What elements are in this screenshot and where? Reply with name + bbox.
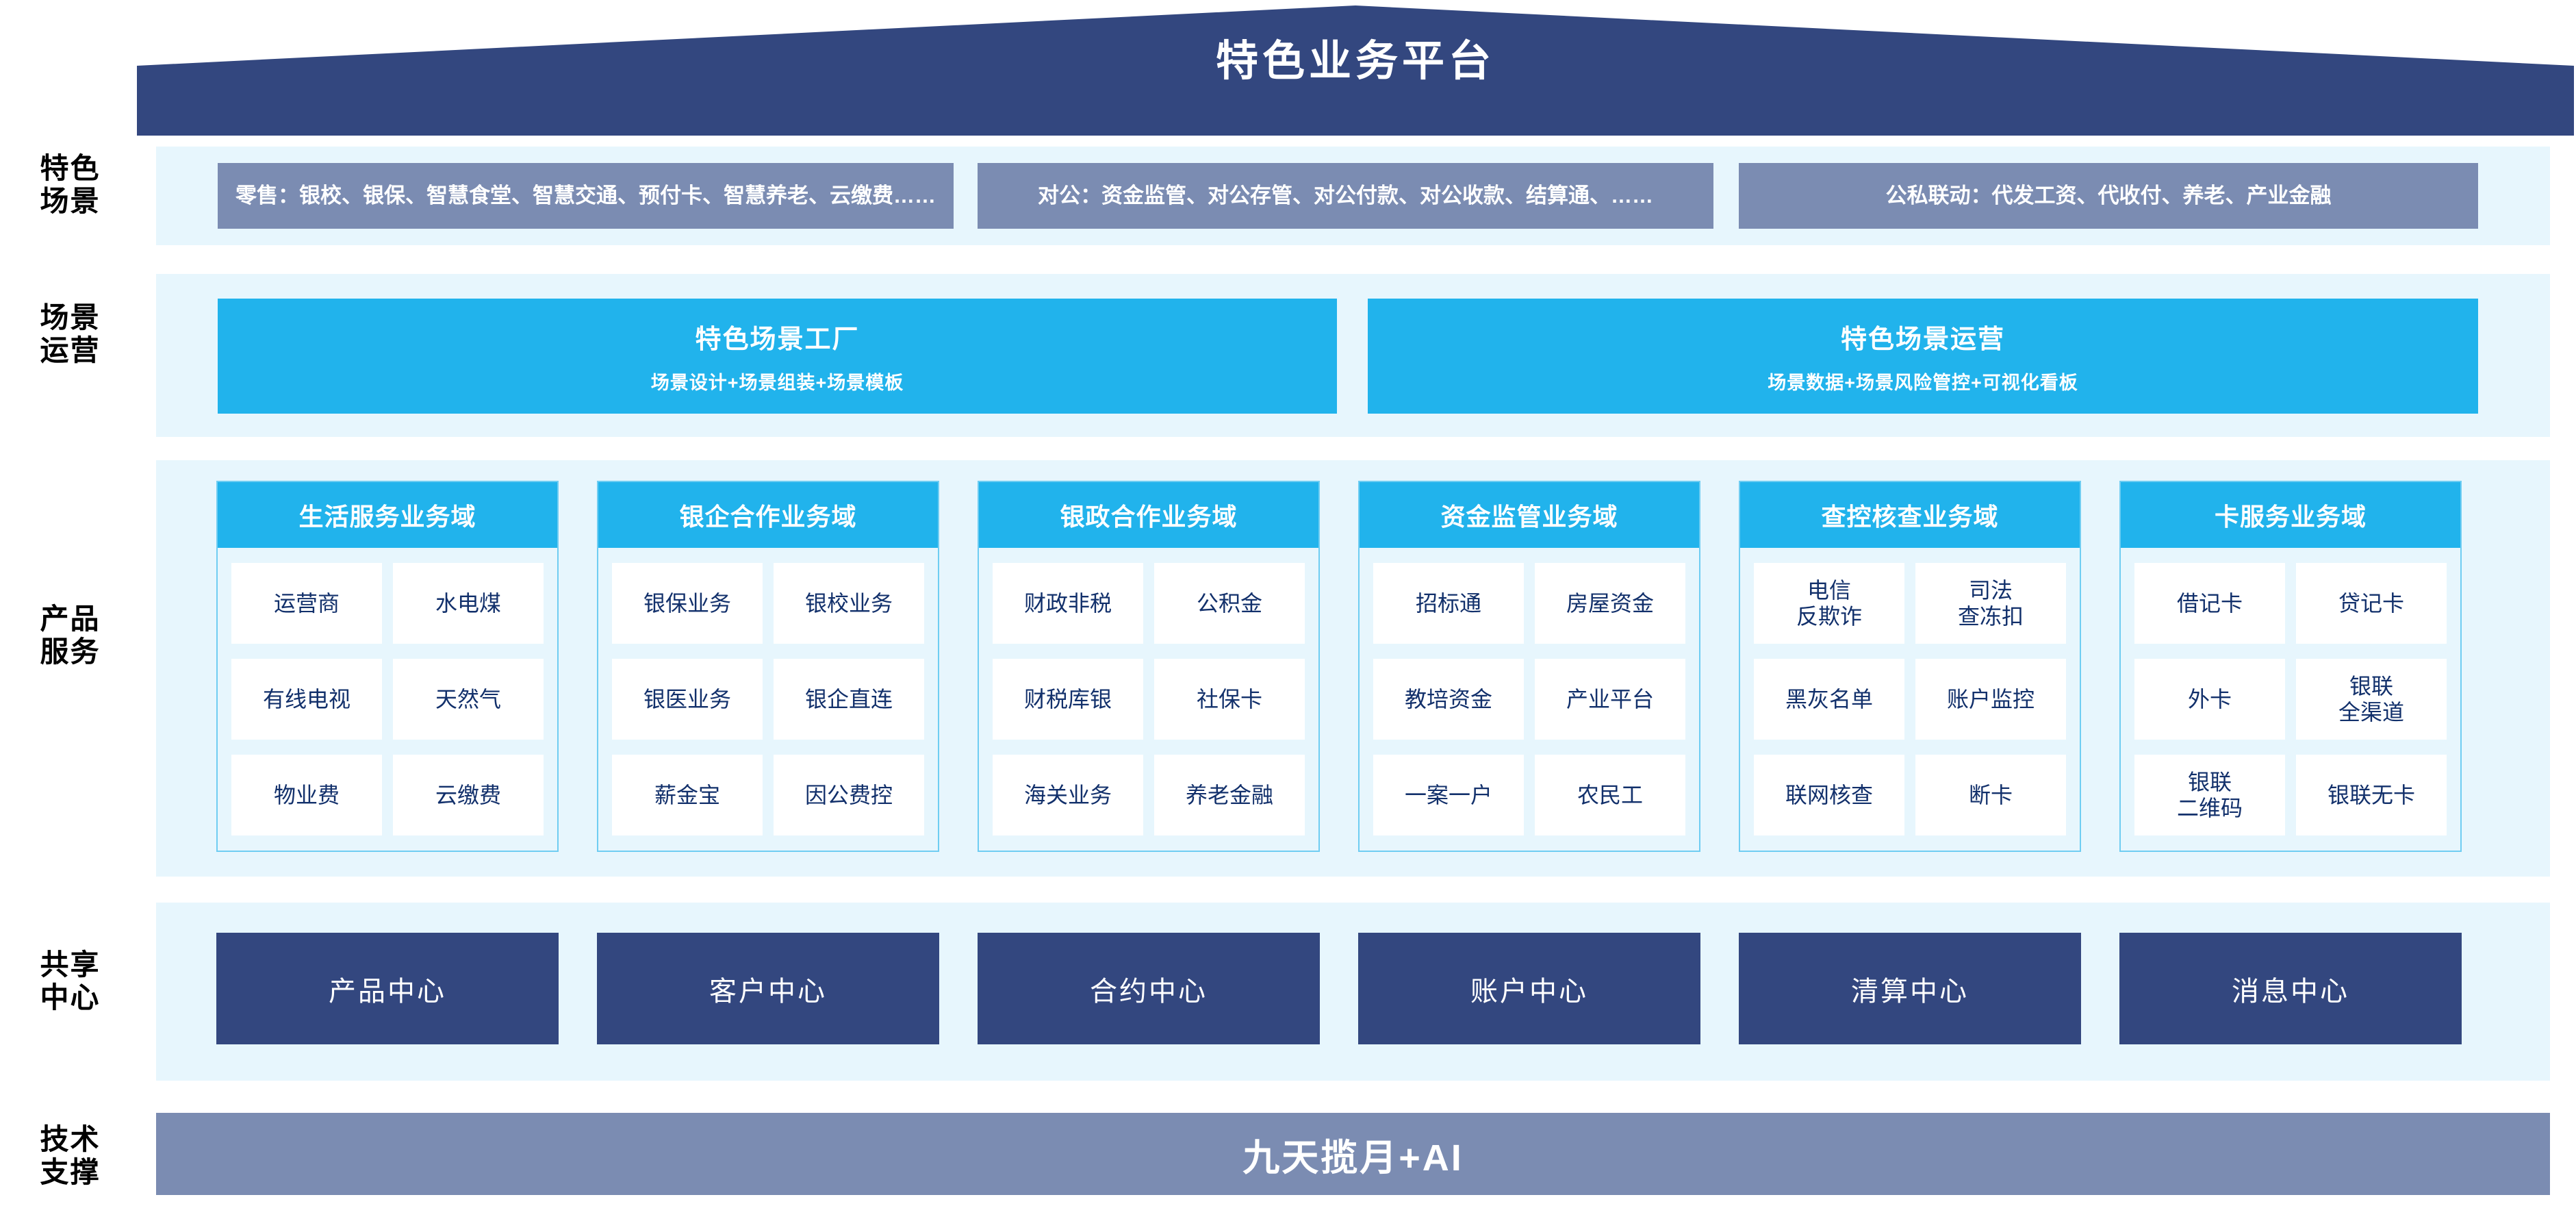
domain-item[interactable]: 一案一户 [1373,755,1524,835]
domain-item[interactable]: 产业平台 [1535,659,1685,740]
domain-item[interactable]: 银校业务 [774,563,924,644]
domain-card-bank-government[interactable]: 银政合作业务域 财政非税 公积金 财税库银 社保卡 海关业务 养老金融 [978,481,1320,852]
domain-title: 生活服务业务域 [218,482,557,548]
domain-item[interactable]: 公积金 [1154,563,1305,644]
operation-box-factory: 特色场景工厂 场景设计+场景组装+场景模板 [218,299,1337,414]
domain-item[interactable]: 外卡 [2134,659,2285,740]
domain-item[interactable]: 农民工 [1535,755,1685,835]
domain-item[interactable]: 养老金融 [1154,755,1305,835]
domain-title: 银企合作业务域 [598,482,938,548]
domain-item[interactable]: 薪金宝 [612,755,763,835]
domain-item[interactable]: 水电煤 [393,563,544,644]
operation-box-ops: 特色场景运营 场景数据+场景风险管控+可视化看板 [1368,299,2478,414]
row-label-scenario: 特色 场景 [40,152,101,218]
shared-center-contract[interactable]: 合约中心 [978,933,1320,1044]
domain-item[interactable]: 银联 二维码 [2134,755,2285,835]
domain-item[interactable]: 断卡 [1915,755,2066,835]
domain-item[interactable]: 房屋资金 [1535,563,1685,644]
domain-card-bank-enterprise[interactable]: 银企合作业务域 银保业务 银校业务 银医业务 银企直连 薪金宝 因公费控 [597,481,939,852]
domain-item[interactable]: 借记卡 [2134,563,2285,644]
shared-center-product[interactable]: 产品中心 [216,933,559,1044]
platform-roof: 特色业务平台 [137,5,2574,136]
domain-item[interactable]: 司法 查冻扣 [1915,563,2066,644]
domain-item-grid: 运营商 水电煤 有线电视 天然气 物业费 云缴费 [218,548,557,851]
tech-support-bar: 九天揽月+AI [156,1113,2550,1195]
domain-item[interactable]: 教培资金 [1373,659,1524,740]
domain-item[interactable]: 云缴费 [393,755,544,835]
domain-item[interactable]: 运营商 [231,563,382,644]
domain-title: 资金监管业务域 [1360,482,1699,548]
domain-item[interactable]: 财政非税 [993,563,1143,644]
shared-center-settlement[interactable]: 清算中心 [1739,933,2081,1044]
domain-item[interactable]: 银联无卡 [2296,755,2447,835]
domain-item[interactable]: 海关业务 [993,755,1143,835]
domain-item[interactable]: 银联 全渠道 [2296,659,2447,740]
domain-card-fund-supervision[interactable]: 资金监管业务域 招标通 房屋资金 教培资金 产业平台 一案一户 农民工 [1358,481,1700,852]
scenario-box-retail: 零售：银校、银保、智慧食堂、智慧交通、预付卡、智慧养老、云缴费…… [218,163,954,229]
shared-center-message[interactable]: 消息中心 [2119,933,2462,1044]
domain-item[interactable]: 银保业务 [612,563,763,644]
operation-factory-subtitle: 场景设计+场景组装+场景模板 [650,373,904,393]
shared-center-customer[interactable]: 客户中心 [597,933,939,1044]
domain-item[interactable]: 财税库银 [993,659,1143,740]
domain-card-investigation[interactable]: 查控核查业务域 电信 反欺诈 司法 查冻扣 黑灰名单 账户监控 联网核查 断卡 [1739,481,2081,852]
domain-item[interactable]: 黑灰名单 [1754,659,1904,740]
row-label-product: 产品 服务 [40,603,101,668]
domain-item[interactable]: 银企直连 [774,659,924,740]
domain-item-grid: 电信 反欺诈 司法 查冻扣 黑灰名单 账户监控 联网核查 断卡 [1740,548,2080,851]
domain-item-grid: 财政非税 公积金 财税库银 社保卡 海关业务 养老金融 [979,548,1318,851]
domain-item[interactable]: 贷记卡 [2296,563,2447,644]
operation-ops-title: 特色场景运营 [1840,325,2005,354]
domain-title: 银政合作业务域 [979,482,1318,548]
page-title: 特色业务平台 [1215,38,1495,85]
domain-item[interactable]: 联网核查 [1754,755,1904,835]
domain-item-grid: 借记卡 贷记卡 外卡 银联 全渠道 银联 二维码 银联无卡 [2121,548,2460,851]
domain-item[interactable]: 物业费 [231,755,382,835]
domain-item[interactable]: 有线电视 [231,659,382,740]
domain-item[interactable]: 招标通 [1373,563,1524,644]
domain-card-life-service[interactable]: 生活服务业务域 运营商 水电煤 有线电视 天然气 物业费 云缴费 [216,481,559,852]
scenario-box-public-private: 公私联动：代发工资、代收付、养老、产业金融 [1739,163,2478,229]
domain-item[interactable]: 电信 反欺诈 [1754,563,1904,644]
operation-factory-title: 特色场景工厂 [695,325,860,354]
domain-card-card-service[interactable]: 卡服务业务域 借记卡 贷记卡 外卡 银联 全渠道 银联 二维码 银联无卡 [2119,481,2462,852]
row-label-operation: 场景 运营 [40,301,101,367]
operation-ops-subtitle: 场景数据+场景风险管控+可视化看板 [1768,373,2078,393]
domain-title: 卡服务业务域 [2121,482,2460,548]
domain-item-grid: 银保业务 银校业务 银医业务 银企直连 薪金宝 因公费控 [598,548,938,851]
domain-item[interactable]: 因公费控 [774,755,924,835]
domain-item[interactable]: 社保卡 [1154,659,1305,740]
row-label-shared: 共享 中心 [40,948,101,1014]
domain-title: 查控核查业务域 [1740,482,2080,548]
roof-shape [137,5,2574,136]
row-label-tech: 技术 支撑 [40,1123,101,1189]
domain-item[interactable]: 银医业务 [612,659,763,740]
shared-center-account[interactable]: 账户中心 [1358,933,1700,1044]
domain-item[interactable]: 天然气 [393,659,544,740]
scenario-box-corporate: 对公：资金监管、对公存管、对公付款、对公收款、结算通、…… [978,163,1713,229]
domain-item[interactable]: 账户监控 [1915,659,2066,740]
domain-item-grid: 招标通 房屋资金 教培资金 产业平台 一案一户 农民工 [1360,548,1699,851]
